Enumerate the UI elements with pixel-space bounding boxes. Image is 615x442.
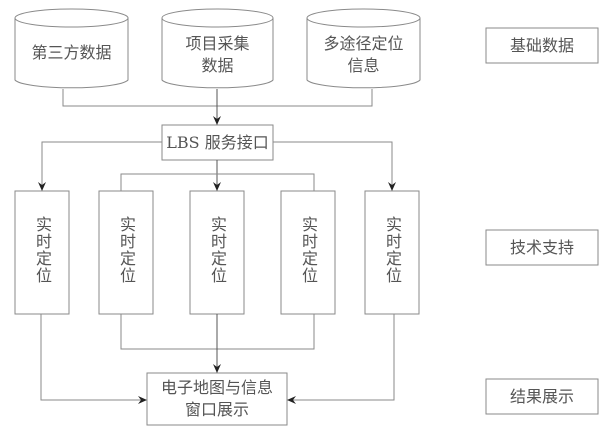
data-source-label: 项目采集 数据 [185,34,250,75]
cylinder-third-party-data [14,8,129,89]
positioning-box-5 [364,190,420,315]
positioning-box-3 [189,190,245,315]
connector-lbs-right [273,141,396,191]
result-display-label: 电子地图与信息 窗口展示 [160,378,273,419]
positioning-label: 实时定位 [208,216,227,284]
positioning-label: 实时定位 [299,216,318,284]
positioning-label: 实时定位 [383,216,402,284]
positioning-box-1 [14,190,70,315]
layer-label-basic-data: 基础数据 [509,35,574,55]
lbs-interface-label: LBS 服务接口 [166,132,269,152]
cylinder-multi-source-location [306,8,421,89]
layer-label-result-display: 结果展示 [509,386,574,406]
data-source-label: 多途径定位 信息 [323,34,404,75]
layer-box-result-display [485,378,599,415]
positioning-label: 实时定位 [117,216,136,284]
positioning-label: 实时定位 [33,216,52,284]
arrow-to-result-right [287,314,395,404]
lbs-interface-box [161,124,274,161]
connector-lbs-left [38,141,162,191]
data-source-label: 第三方数据 [31,42,112,62]
arrow-to-result-left [40,314,147,404]
positioning-box-2 [98,190,154,315]
cylinder-project-data [161,8,274,89]
layer-label-tech-support: 技术支持 [509,237,574,257]
layer-box-tech-support [485,229,599,266]
positioning-box-4 [280,190,336,315]
connector-inner-top-bar [120,173,315,191]
layer-box-basic-data [485,27,599,64]
result-display-box [146,372,288,426]
